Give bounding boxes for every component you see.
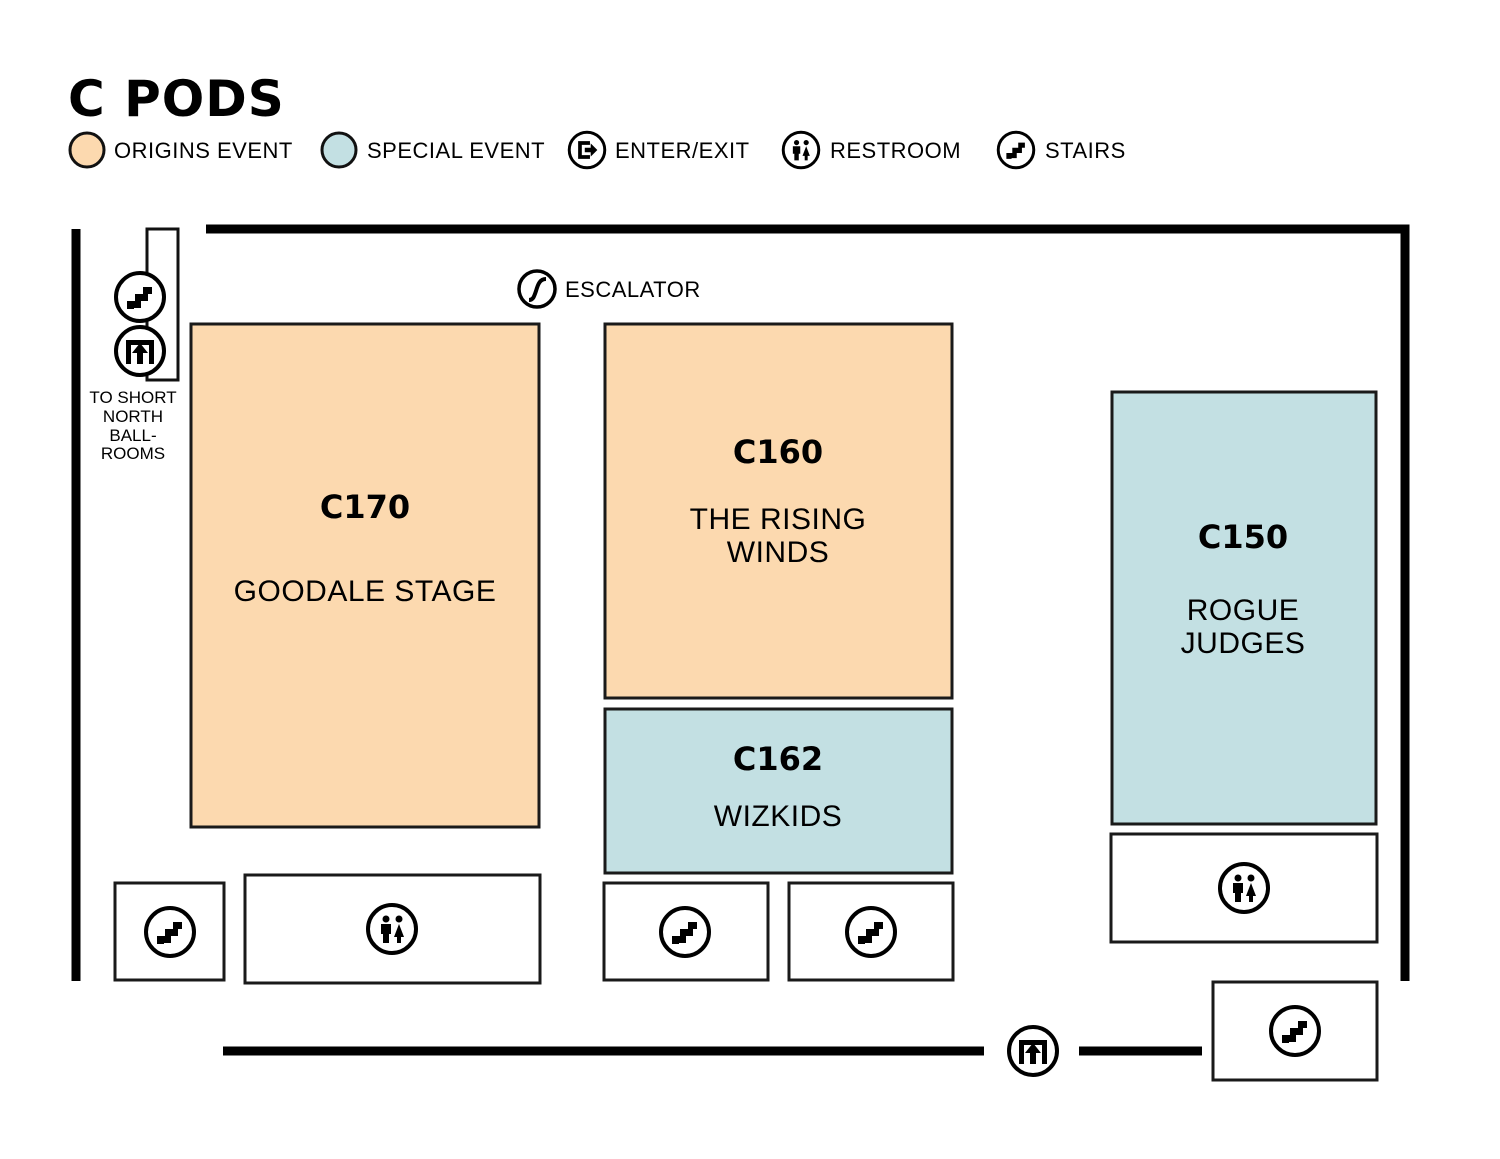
room-id: C160	[733, 433, 823, 471]
legend: ORIGINS EVENT SPECIAL EVENT ENTER/EXIT R…	[68, 130, 1126, 170]
enter-exit-icon[interactable]	[1007, 1025, 1059, 1077]
room-id: C162	[733, 740, 823, 778]
room-name: WIZKIDS	[714, 800, 843, 833]
escalator-label: ESCALATOR	[565, 277, 701, 302]
special-swatch-icon	[320, 131, 358, 169]
svg-text:BALL-: BALL-	[109, 426, 156, 445]
restroom-icon[interactable]	[1218, 862, 1270, 914]
legend-label-origins: ORIGINS EVENT	[114, 138, 293, 163]
stairs-icon[interactable]	[114, 271, 166, 323]
page-title: C PODS	[68, 70, 285, 128]
restroom-icon[interactable]	[366, 903, 418, 955]
legend-label-restroom: RESTROOM	[830, 138, 961, 163]
escalator-icon[interactable]	[517, 269, 557, 309]
stairs-icon[interactable]	[659, 906, 711, 958]
room-name: ROGUE	[1187, 594, 1300, 627]
svg-text:TO SHORT: TO SHORT	[89, 388, 176, 407]
walls	[71, 224, 1410, 1056]
room-c162-area[interactable]	[603, 707, 954, 875]
legend-label-special: SPECIAL EVENT	[367, 138, 545, 163]
room-c170-area[interactable]	[189, 322, 541, 829]
room-name: JUDGES	[1181, 627, 1306, 660]
stairs-icon[interactable]	[1269, 1005, 1321, 1057]
short-north-label: TO SHORT NORTH BALL- ROOMS	[89, 388, 176, 463]
room-id: C170	[320, 488, 410, 526]
enter-exit-icon[interactable]	[114, 325, 166, 377]
room-c150-area[interactable]	[1110, 390, 1378, 826]
legend-label-stairs: STAIRS	[1045, 138, 1126, 163]
room-name: THE RISING	[690, 503, 867, 536]
svg-text:ROOMS: ROOMS	[101, 444, 165, 463]
north-east-wall	[206, 224, 1410, 981]
room-c162[interactable]: C162 WIZKIDS	[603, 707, 954, 875]
room-c150[interactable]: C150 ROGUE JUDGES	[1110, 390, 1378, 826]
room-c160-area[interactable]	[603, 322, 954, 700]
svg-text:NORTH: NORTH	[103, 407, 163, 426]
stairs-icon	[996, 130, 1036, 170]
room-name: GOODALE STAGE	[234, 575, 497, 608]
room-id: C150	[1198, 518, 1288, 556]
room-c170[interactable]: C170 GOODALE STAGE	[189, 322, 541, 829]
legend-label-enter-exit: ENTER/EXIT	[615, 138, 750, 163]
restroom-icon	[781, 130, 821, 170]
stairs-icon[interactable]	[144, 906, 196, 958]
room-c160[interactable]: C160 THE RISING WINDS	[603, 322, 954, 700]
stairs-icon[interactable]	[845, 906, 897, 958]
origins-swatch-icon	[68, 131, 106, 169]
enter-exit-icon	[567, 130, 607, 170]
room-name: WINDS	[727, 536, 830, 569]
